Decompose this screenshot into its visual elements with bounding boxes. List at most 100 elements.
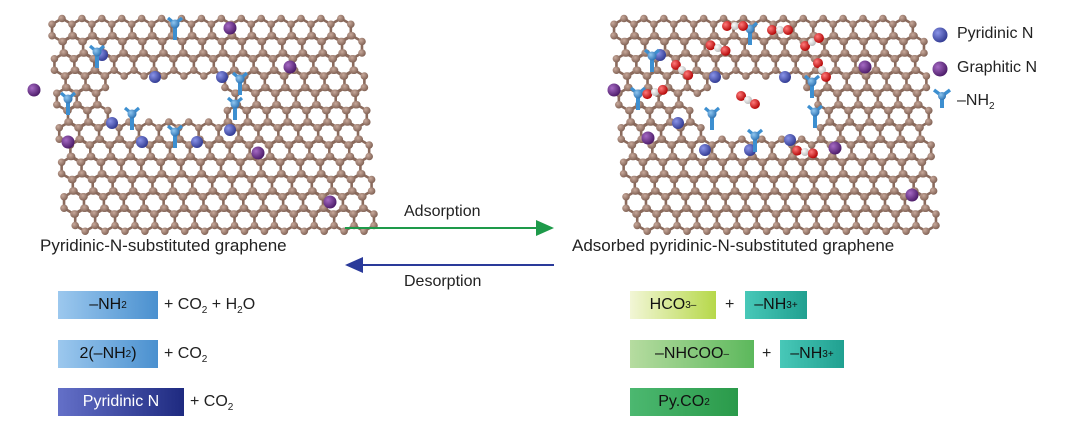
carbon-atom bbox=[801, 192, 810, 201]
carbon-atom bbox=[711, 31, 719, 40]
carbon-atom bbox=[79, 37, 87, 46]
carbon-atom bbox=[779, 158, 787, 167]
carbon-atom bbox=[692, 54, 700, 63]
carbon-atom bbox=[809, 20, 818, 29]
carbon-atom bbox=[769, 152, 777, 161]
nh2-nitrogen bbox=[170, 127, 180, 137]
carbon-atom bbox=[881, 49, 890, 57]
carbon-atom bbox=[108, 175, 117, 184]
carbon-atom bbox=[217, 14, 226, 23]
carbon-atom bbox=[693, 221, 701, 230]
carbon-atom bbox=[208, 175, 217, 184]
nh2-nitrogen bbox=[127, 109, 137, 119]
carbon-atom bbox=[837, 135, 846, 144]
carbon-atom bbox=[771, 54, 780, 63]
graphitic-n-atom bbox=[27, 83, 41, 97]
carbon-atom bbox=[881, 192, 889, 201]
carbon-atom bbox=[215, 135, 224, 144]
carbon-atom bbox=[812, 221, 821, 230]
carbon-atom bbox=[280, 227, 289, 236]
carbon-atom bbox=[278, 37, 287, 46]
carbon-atom bbox=[254, 123, 263, 132]
carbon-atom bbox=[821, 192, 830, 201]
carbon-atom bbox=[110, 54, 118, 63]
carbon-atom bbox=[207, 152, 215, 161]
carbon-atom bbox=[761, 192, 770, 201]
carbon-atom bbox=[847, 141, 856, 149]
carbon-atom bbox=[282, 83, 290, 92]
carbon-atom bbox=[101, 227, 109, 236]
carbon-atom bbox=[924, 106, 933, 115]
right-caption: Adsorbed pyridinic-N-substituted graphen… bbox=[572, 236, 895, 255]
carbon-atom bbox=[315, 135, 324, 144]
carbon-atom bbox=[204, 118, 213, 126]
carbon-atom bbox=[732, 66, 740, 75]
carbon-atom bbox=[250, 221, 259, 230]
carbon-atom bbox=[106, 141, 115, 149]
pyridinic-n-atom bbox=[191, 136, 203, 148]
carbon-atom bbox=[71, 210, 79, 218]
carbon-atom bbox=[69, 175, 77, 184]
carbon-atom bbox=[750, 175, 759, 184]
carbon-atom bbox=[612, 54, 621, 63]
carbon-atom bbox=[770, 175, 779, 184]
carbon-atom bbox=[337, 14, 345, 23]
carbon-atom bbox=[158, 169, 167, 178]
carbon-atom bbox=[760, 169, 769, 178]
carbon-atom bbox=[862, 204, 871, 213]
carbon-atom bbox=[155, 123, 163, 132]
carbon-atom bbox=[110, 66, 118, 75]
carbon-atom bbox=[919, 169, 928, 178]
carbon-atom bbox=[860, 37, 869, 46]
carbon-atom bbox=[792, 210, 801, 218]
carbon-atom bbox=[668, 141, 677, 149]
carbon-atom bbox=[127, 20, 136, 29]
carbon-atom bbox=[170, 54, 178, 63]
carbon-atom bbox=[682, 49, 690, 57]
carbon-atom bbox=[826, 118, 835, 126]
carbon-atom bbox=[131, 221, 139, 230]
carbon-atom bbox=[129, 187, 138, 195]
carbon-atom bbox=[362, 106, 371, 115]
graphitic-n-atom bbox=[641, 131, 655, 145]
co2-carbon bbox=[818, 66, 826, 74]
carbon-atom bbox=[709, 20, 718, 29]
carbon-atom bbox=[752, 210, 761, 218]
carbon-atom bbox=[876, 123, 884, 132]
carbon-atom bbox=[865, 106, 873, 115]
carbon-atom bbox=[627, 118, 635, 126]
carbon-atom bbox=[922, 83, 931, 92]
carbon-atom bbox=[851, 54, 860, 63]
carbon-atom bbox=[198, 37, 207, 46]
carbon-atom bbox=[109, 31, 117, 40]
carbon-atom bbox=[868, 152, 877, 161]
carbon-atom bbox=[839, 14, 847, 23]
carbon-atom bbox=[902, 72, 911, 80]
carbon-atom bbox=[80, 192, 88, 201]
carbon-atom bbox=[280, 204, 289, 213]
carbon-atom bbox=[669, 20, 678, 29]
carbon-atom bbox=[886, 118, 894, 126]
carbon-atom bbox=[867, 141, 876, 149]
carbon-atom bbox=[353, 100, 361, 109]
co2-oxygen bbox=[720, 45, 731, 56]
carbon-atom bbox=[289, 54, 298, 63]
carbon-atom bbox=[859, 14, 867, 23]
carbon-atom bbox=[918, 158, 927, 167]
carbon-atom bbox=[67, 152, 76, 161]
carbon-atom bbox=[225, 141, 234, 149]
carbon-atom bbox=[790, 31, 799, 40]
carbon-atom bbox=[693, 89, 702, 98]
carbon-atom bbox=[713, 210, 721, 218]
carbon-atom bbox=[899, 14, 907, 23]
carbon-atom bbox=[758, 135, 766, 144]
carbon-atom bbox=[723, 204, 731, 213]
carbon-atom bbox=[176, 135, 184, 144]
carbon-atom bbox=[59, 37, 67, 46]
carbon-atom bbox=[800, 169, 808, 178]
graphitic-n-atom bbox=[61, 135, 75, 149]
carbon-atom bbox=[218, 37, 227, 46]
carbon-atom bbox=[259, 49, 268, 57]
carbon-atom bbox=[643, 204, 651, 213]
